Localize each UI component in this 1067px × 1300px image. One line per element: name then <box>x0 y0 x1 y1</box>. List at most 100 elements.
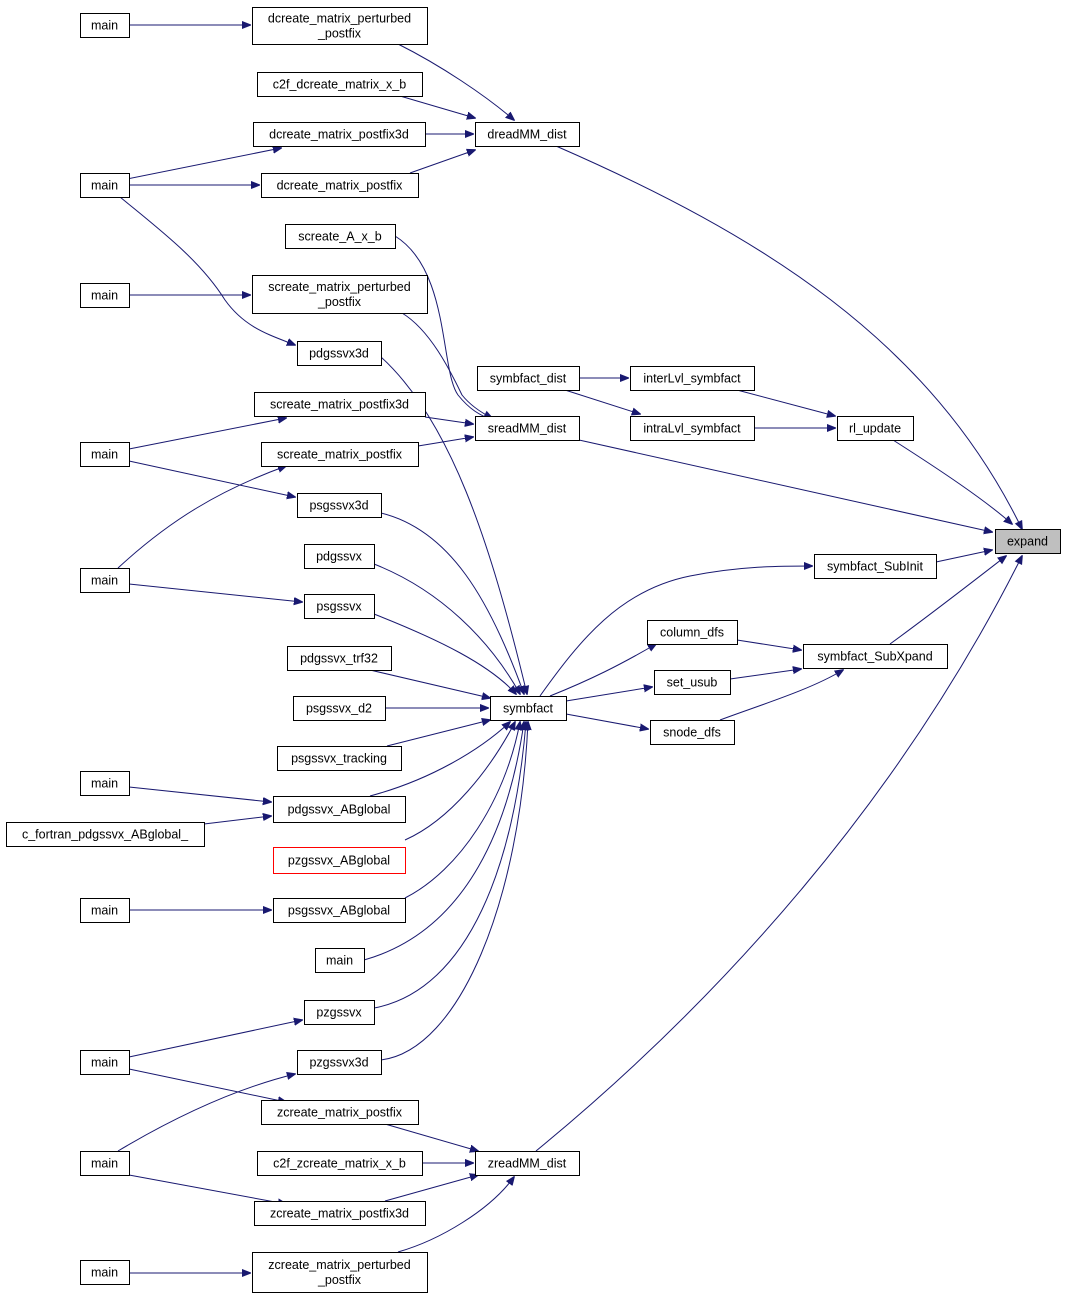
node-snode-dfs[interactable]: snode_dfs <box>650 720 735 745</box>
node-zcm-perturbed[interactable]: zcreate_matrix_perturbed_postfix <box>252 1252 428 1293</box>
node-box[interactable] <box>647 620 738 645</box>
node-box[interactable] <box>257 1151 423 1176</box>
node-box[interactable] <box>293 696 386 721</box>
node-box[interactable] <box>254 1201 426 1226</box>
node-column-dfs[interactable]: column_dfs <box>647 620 738 645</box>
node-dcm-3d[interactable]: dcreate_matrix_postfix3d <box>253 122 426 147</box>
node-box[interactable] <box>80 1050 130 1075</box>
node-pdgssvx[interactable]: pdgssvx <box>304 544 375 569</box>
node-box[interactable] <box>261 1100 419 1125</box>
node-main-5[interactable]: main <box>80 568 130 593</box>
node-main-4[interactable]: main <box>80 442 130 467</box>
node-symbfact-dist[interactable]: symbfact_dist <box>477 366 580 391</box>
node-main-3[interactable]: main <box>80 283 130 308</box>
node-screate-A-x-b[interactable]: screate_A_x_b <box>285 224 396 249</box>
node-box[interactable] <box>80 173 130 198</box>
node-psgssvx[interactable]: psgssvx <box>304 594 375 619</box>
node-pdgssvx-ABglobal[interactable]: pdgssvx_ABglobal <box>273 796 406 823</box>
node-box[interactable] <box>297 1050 382 1075</box>
node-box[interactable] <box>80 568 130 593</box>
node-box[interactable] <box>252 275 428 314</box>
node-expand[interactable]: expand <box>995 529 1061 554</box>
node-box[interactable] <box>273 796 406 823</box>
node-dcm-pf[interactable]: dcreate_matrix_postfix <box>261 173 419 198</box>
node-box[interactable] <box>315 948 365 973</box>
node-box[interactable] <box>80 283 130 308</box>
node-interLvl[interactable]: interLvl_symbfact <box>630 366 755 391</box>
node-box[interactable] <box>80 771 130 796</box>
node-zreadMM-dist[interactable]: zreadMM_dist <box>475 1151 580 1176</box>
node-c-fortran[interactable]: c_fortran_pdgssvx_ABglobal_ <box>6 822 205 847</box>
node-box[interactable] <box>837 416 914 441</box>
node-box[interactable] <box>253 122 426 147</box>
node-box[interactable] <box>80 1260 130 1285</box>
node-box[interactable] <box>297 493 382 518</box>
node-scm-pf[interactable]: screate_matrix_postfix <box>261 442 419 467</box>
node-box[interactable] <box>285 224 396 249</box>
node-box[interactable] <box>304 594 375 619</box>
node-psgssvx-tracking[interactable]: psgssvx_tracking <box>277 746 402 771</box>
node-pzgssvx[interactable]: pzgssvx <box>304 1000 375 1025</box>
node-box[interactable] <box>304 1000 375 1025</box>
node-symbfact-SubInit[interactable]: symbfact_SubInit <box>814 554 937 579</box>
node-scm-3d[interactable]: screate_matrix_postfix3d <box>254 392 426 417</box>
node-dreadMM-dist[interactable]: dreadMM_dist <box>475 122 580 147</box>
node-box[interactable] <box>814 554 937 579</box>
node-box[interactable] <box>273 898 406 923</box>
node-box[interactable] <box>475 416 580 441</box>
node-zcm-pf[interactable]: zcreate_matrix_postfix <box>261 1100 419 1125</box>
node-box[interactable] <box>475 122 580 147</box>
node-main-8[interactable]: main <box>315 948 365 973</box>
node-c2f-zcm[interactable]: c2f_zcreate_matrix_x_b <box>257 1151 423 1176</box>
node-box[interactable] <box>650 720 735 745</box>
node-zcm-3d[interactable]: zcreate_matrix_postfix3d <box>254 1201 426 1226</box>
node-main-2[interactable]: main <box>80 173 130 198</box>
node-pdgssvx-trf32[interactable]: pdgssvx_trf32 <box>287 646 392 671</box>
node-c2f-dcm[interactable]: c2f_dcreate_matrix_x_b <box>257 72 423 97</box>
node-box[interactable] <box>252 1252 428 1293</box>
node-psgssvx-d2[interactable]: psgssvx_d2 <box>293 696 386 721</box>
node-box[interactable] <box>80 13 130 38</box>
node-box[interactable] <box>630 416 755 441</box>
node-box[interactable] <box>80 898 130 923</box>
node-sreadMM-dist[interactable]: sreadMM_dist <box>475 416 580 441</box>
node-intraLvl[interactable]: intraLvl_symbfact <box>630 416 755 441</box>
node-pdgssvx3d[interactable]: pdgssvx3d <box>297 341 382 366</box>
node-box[interactable] <box>261 442 419 467</box>
node-box[interactable] <box>287 646 392 671</box>
node-box[interactable] <box>477 366 580 391</box>
node-box[interactable] <box>490 696 567 721</box>
node-box[interactable] <box>254 392 426 417</box>
node-box[interactable] <box>277 746 402 771</box>
node-psgssvx-ABglobal[interactable]: psgssvx_ABglobal <box>273 898 406 923</box>
node-box[interactable] <box>654 670 731 695</box>
node-main-6[interactable]: main <box>80 771 130 796</box>
node-main-9[interactable]: main <box>80 1050 130 1075</box>
node-symbfact[interactable]: symbfact <box>490 696 567 721</box>
node-pzgssvx-ABglobal[interactable]: pzgssvx_ABglobal <box>273 847 406 874</box>
node-box[interactable] <box>80 1151 130 1176</box>
node-psgssvx3d[interactable]: psgssvx3d <box>297 493 382 518</box>
node-symbfact-SubXpand[interactable]: symbfact_SubXpand <box>803 644 948 669</box>
node-box[interactable] <box>257 72 423 97</box>
node-main-1[interactable]: main <box>80 13 130 38</box>
node-box[interactable] <box>261 173 419 198</box>
node-scm-perturbed[interactable]: screate_matrix_perturbed_postfix <box>252 275 428 314</box>
node-main-10[interactable]: main <box>80 1151 130 1176</box>
node-box[interactable] <box>995 529 1061 554</box>
node-main-11[interactable]: main <box>80 1260 130 1285</box>
node-box[interactable] <box>252 7 428 45</box>
node-box[interactable] <box>475 1151 580 1176</box>
node-box[interactable] <box>630 366 755 391</box>
node-box[interactable] <box>803 644 948 669</box>
node-box[interactable] <box>304 544 375 569</box>
node-pzgssvx3d[interactable]: pzgssvx3d <box>297 1050 382 1075</box>
node-main-7[interactable]: main <box>80 898 130 923</box>
node-rl-update[interactable]: rl_update <box>837 416 914 441</box>
node-box[interactable] <box>297 341 382 366</box>
node-dcm-perturbed[interactable]: dcreate_matrix_perturbed_postfix <box>252 7 428 45</box>
node-box[interactable] <box>6 822 205 847</box>
node-box[interactable] <box>80 442 130 467</box>
node-box[interactable] <box>273 847 406 874</box>
node-set-usub[interactable]: set_usub <box>654 670 731 695</box>
